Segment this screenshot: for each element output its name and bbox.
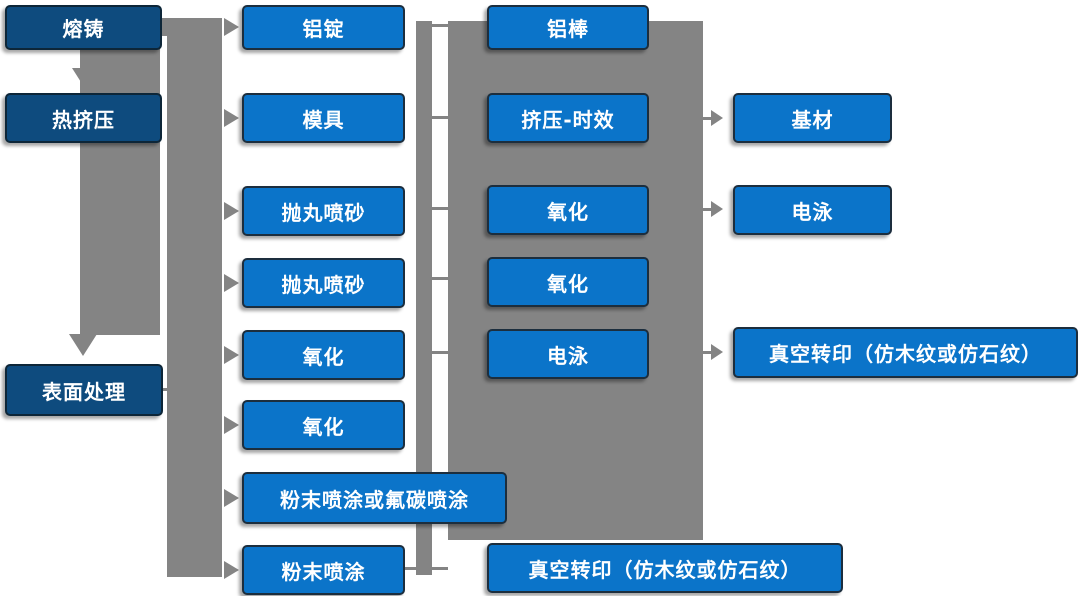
arrow-right-vacuum-transfer-icon <box>711 344 723 360</box>
node-electrophoresis-1: 电泳 <box>487 329 649 379</box>
node-extrusion-aging: 挤压-时效 <box>487 93 649 143</box>
arrow-right-powder-fluorocarbon-icon <box>224 489 239 507</box>
connector-line-bottom-right <box>432 567 448 570</box>
arrow-down-to-surface-treatment-icon <box>69 334 97 356</box>
connector-stub-electrophoresis <box>700 208 712 211</box>
arrow-right-shot-blast-1-icon <box>224 202 239 220</box>
stage-hot-extrusion: 热挤压 <box>5 93 162 143</box>
node-oxidation-4: 氧化 <box>487 257 649 307</box>
arrow-right-oxidation-1-icon <box>224 346 239 364</box>
connector-top-bridge <box>160 18 168 36</box>
connector-line-row1 <box>432 24 448 27</box>
node-oxidation-1: 氧化 <box>242 330 405 380</box>
node-aluminum-rod: 铝棒 <box>487 5 649 50</box>
node-shot-blast-2: 抛丸喷砂 <box>242 258 405 308</box>
connector-collector-bar <box>416 21 432 575</box>
arrow-right-electrophoresis-out-icon <box>711 201 723 217</box>
node-substrate: 基材 <box>733 93 892 143</box>
connector-stub-vacuum-transfer <box>700 351 712 354</box>
connector-stub-substrate <box>700 117 712 120</box>
arrow-right-shot-blast-2-icon <box>224 274 239 292</box>
stage-melting-casting: 熔铸 <box>5 5 162 50</box>
node-shot-blast-1: 抛丸喷砂 <box>242 186 405 236</box>
connector-line-row5 <box>432 351 448 354</box>
connector-line-row3 <box>432 207 448 210</box>
connector-left-band <box>80 18 160 335</box>
arrow-right-oxidation-2-icon <box>224 416 239 434</box>
node-oxidation-3: 氧化 <box>487 185 649 235</box>
node-powder-or-fluorocarbon-spray: 粉末喷涂或氟碳喷涂 <box>242 472 507 524</box>
stage-surface-treatment: 表面处理 <box>5 364 163 416</box>
arrow-right-mold-icon <box>224 109 239 127</box>
node-mold: 模具 <box>242 93 405 143</box>
node-aluminum-ingot: 铝锭 <box>242 5 405 50</box>
arrow-right-aluminum-ingot-icon <box>224 18 239 36</box>
node-vacuum-transfer-right: 真空转印（仿木纹或仿石纹） <box>733 327 1078 378</box>
connector-line-row2 <box>432 116 448 119</box>
node-oxidation-2: 氧化 <box>242 400 405 450</box>
node-vacuum-transfer-bottom: 真空转印（仿木纹或仿石纹） <box>487 543 843 593</box>
node-powder-coating: 粉末喷涂 <box>242 545 405 595</box>
arrow-right-powder-coating-icon <box>224 561 239 579</box>
connector-line-row4 <box>432 277 448 280</box>
arrow-down-to-hot-extrusion-icon <box>72 68 100 90</box>
connector-line-surface-treatment <box>163 388 169 391</box>
arrow-right-substrate-icon <box>711 110 723 126</box>
node-electrophoresis-2: 电泳 <box>733 185 892 235</box>
connector-distributor-band <box>167 18 222 577</box>
connector-line-powder-coating <box>404 567 417 570</box>
